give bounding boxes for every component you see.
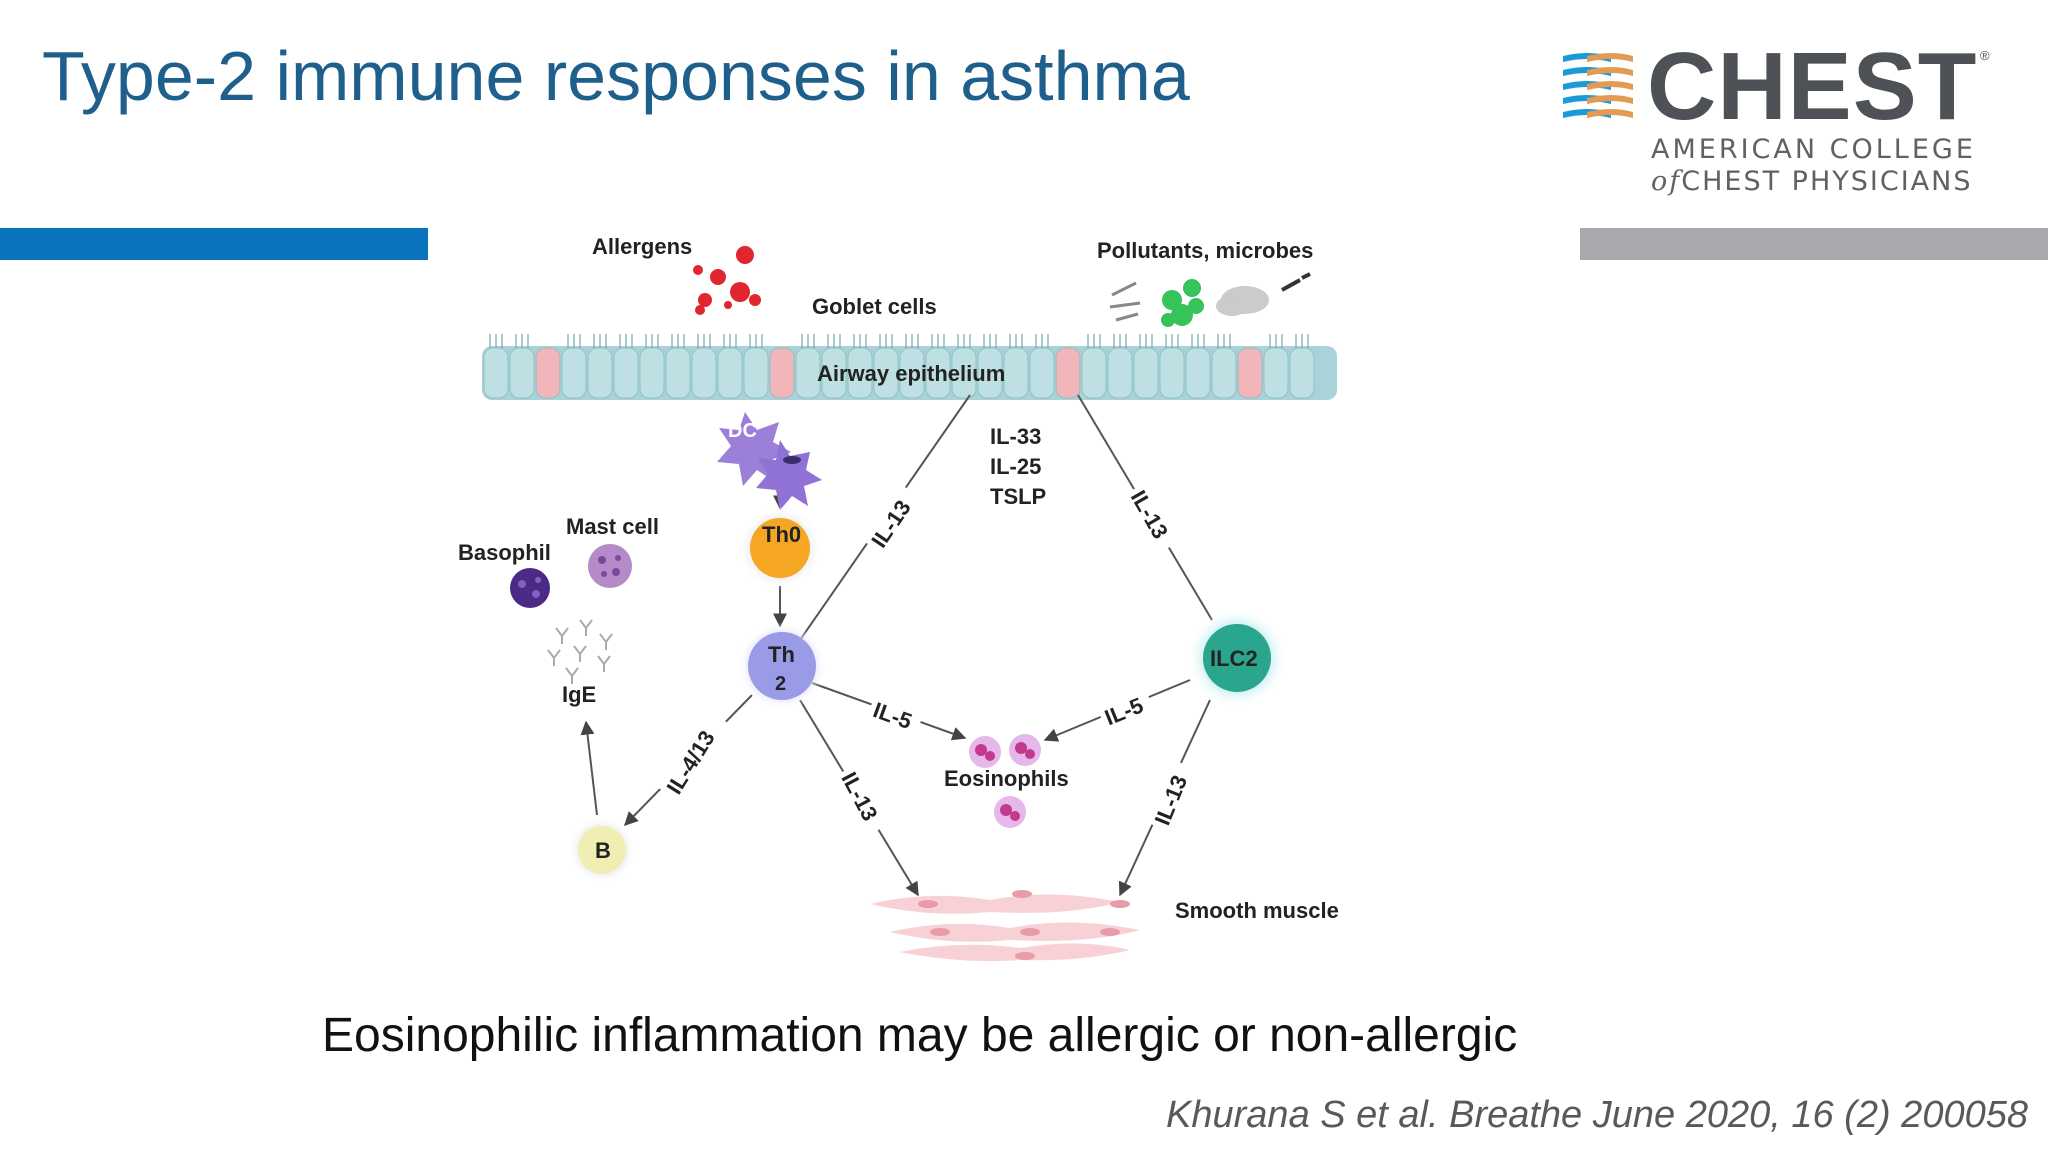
- epithelial-cell: [1003, 347, 1029, 399]
- accent-bar-right: [1580, 228, 2048, 260]
- logo-of: of: [1651, 166, 1682, 197]
- ige-antibodies-icon: [547, 619, 613, 684]
- epithelial-cell: [665, 347, 691, 399]
- slide-citation: Khurana S et al. Breathe June 2020, 16 (…: [1166, 1094, 2028, 1136]
- label-cytokine-il33: IL-33: [990, 424, 1041, 449]
- label-pollutants: Pollutants, microbes: [1097, 238, 1313, 263]
- epithelial-cell: [483, 347, 509, 399]
- logo-subtitle-line1: AMERICAN COLLEGE: [1651, 134, 1976, 165]
- label-b-cell: B: [595, 838, 611, 863]
- label-dc: DC: [728, 420, 757, 442]
- goblet-cell: [1055, 347, 1081, 399]
- slide-title: Type-2 immune responses in asthma: [42, 37, 1190, 115]
- logo-registered-mark: ®: [1980, 48, 1990, 63]
- smooth-muscle-icon: [870, 890, 1140, 961]
- edge-label-il413: IL-4/13: [662, 726, 720, 798]
- label-th2-b: 2: [775, 673, 786, 695]
- goblet-cell: [535, 347, 561, 399]
- epithelial-cell: [717, 347, 743, 399]
- label-smooth-muscle: Smooth muscle: [1175, 898, 1339, 923]
- logo-subtitle-line2: ofCHEST PHYSICIANS: [1651, 166, 1972, 197]
- label-allergens: Allergens: [592, 234, 692, 259]
- b-cell-icon: [578, 826, 626, 874]
- epithelial-cell: [691, 347, 717, 399]
- label-eosinophils: Eosinophils: [944, 766, 1069, 791]
- epithelial-cell: [1029, 347, 1055, 399]
- pollutant-microbe-icon: [1109, 272, 1311, 327]
- airway-epithelium-layer: [482, 334, 1337, 400]
- epithelial-cell: [613, 347, 639, 399]
- epithelial-cell: [1185, 347, 1211, 399]
- epithelial-cell: [639, 347, 665, 399]
- accent-bar-left: [0, 228, 428, 260]
- epithelial-cell: [509, 347, 535, 399]
- epithelial-cell: [1159, 347, 1185, 399]
- epithelial-cell: [1107, 347, 1133, 399]
- edge-b-cell-to-ige: [580, 720, 598, 816]
- eosinophils-icon: [969, 734, 1041, 828]
- ilc2-cell-icon: [1203, 624, 1271, 692]
- goblet-cell: [1237, 347, 1263, 399]
- th2-cell-icon: [748, 632, 816, 700]
- slide-caption: Eosinophilic inflammation may be allergi…: [322, 1009, 1518, 1062]
- epithelial-cell: [587, 347, 613, 399]
- label-th0: Th0: [762, 522, 801, 547]
- epithelial-cell: [1289, 347, 1315, 399]
- label-airway-epithelium: Airway epithelium: [817, 361, 1005, 386]
- goblet-cell: [769, 347, 795, 399]
- label-ige: IgE: [562, 682, 596, 707]
- chest-logo-mark-icon: [1563, 53, 1633, 118]
- label-th2-a: Th: [768, 642, 795, 667]
- basophil-icon: [510, 568, 550, 608]
- chest-logo: CHEST ® AMERICAN COLLEGE ofCHEST PHYSICI…: [1555, 33, 1995, 200]
- epithelial-cell: [1133, 347, 1159, 399]
- label-ilc2: ILC2: [1210, 646, 1258, 671]
- edge-label-il5-th2: IL-5: [870, 697, 915, 734]
- epithelial-cell: [1081, 347, 1107, 399]
- epithelial-cell: [1263, 347, 1289, 399]
- logo-line2-text: CHEST PHYSICIANS: [1681, 166, 1973, 197]
- mast-cell-icon: [588, 544, 632, 588]
- dendritic-cell-icon: DC: [717, 412, 822, 510]
- epithelial-cell: [561, 347, 587, 399]
- epithelial-cell: [743, 347, 769, 399]
- logo-wordmark: CHEST: [1647, 33, 1978, 140]
- allergen-particles-icon: [693, 246, 761, 315]
- epithelial-cell: [1211, 347, 1237, 399]
- label-goblet-cells: Goblet cells: [812, 294, 937, 319]
- label-basophil: Basophil: [458, 540, 551, 565]
- label-cytokine-il25: IL-25: [990, 454, 1041, 479]
- label-mast-cell: Mast cell: [566, 514, 659, 539]
- th0-cell-icon: [750, 518, 810, 578]
- label-cytokine-tslp: TSLP: [990, 484, 1046, 509]
